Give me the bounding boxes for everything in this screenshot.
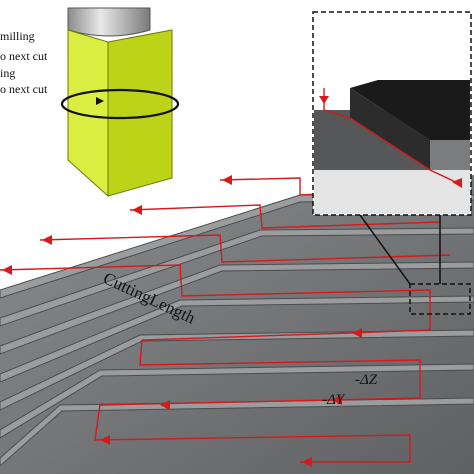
delta-y-label: -ΔY <box>322 392 346 408</box>
delta-z-label: -ΔZ <box>355 372 378 388</box>
end-mill-tool <box>60 7 180 198</box>
legend-item-milling: milling <box>0 29 35 43</box>
legend-item-next-cut-2: o next cut <box>0 82 48 96</box>
inset-detail <box>312 11 472 315</box>
legend-item-next-cut: o next cut <box>0 49 48 63</box>
legend-item-ing: ing <box>0 66 16 80</box>
path-arrows <box>2 175 362 467</box>
